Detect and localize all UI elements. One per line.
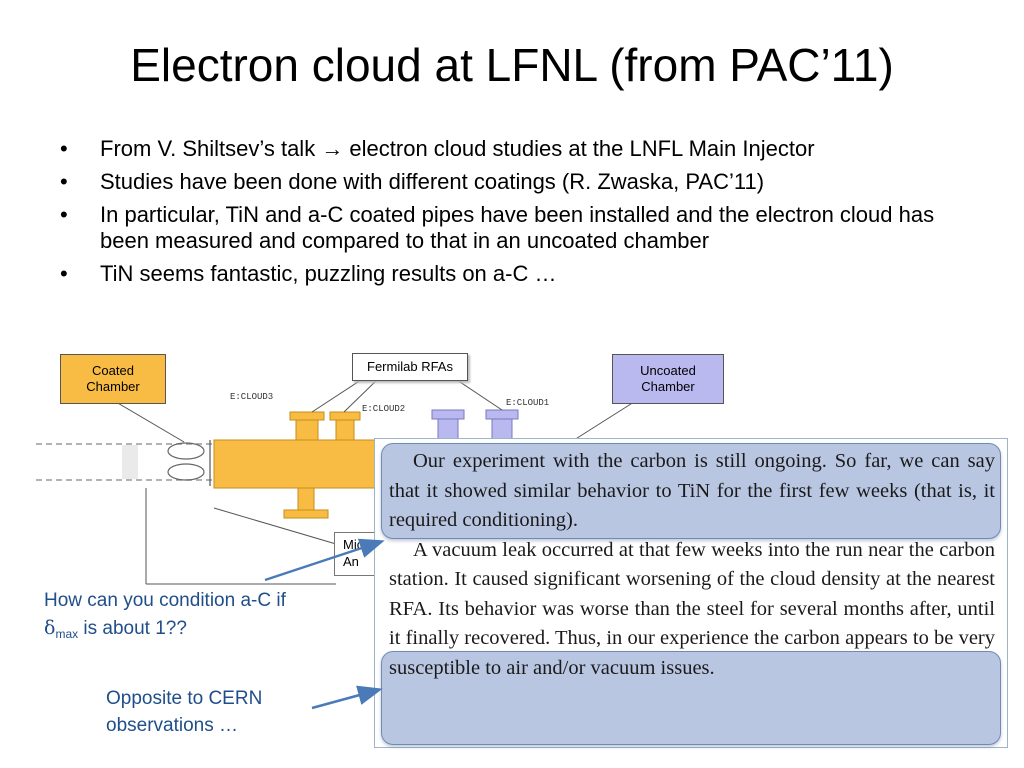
bullet-text: TiN seems fantastic, puzzling results on… — [100, 261, 557, 287]
excerpt-paragraph: A vacuum leak occurred at that few weeks… — [389, 538, 995, 679]
uncoated-label-line: Uncoated — [640, 362, 696, 378]
bullet-text: In particular, TiN and a-C coated pipes … — [100, 201, 935, 254]
paper-excerpt-panel: Our experiment with the carbon is still … — [374, 438, 1008, 748]
annotation-text: observations … — [106, 714, 239, 736]
annotation-cern: Opposite to CERN observations … — [106, 686, 262, 739]
bullet-item: • Studies have been done with different … — [60, 169, 960, 196]
annotation-text: How can you condition a-C if — [44, 590, 286, 611]
bullet-dot: • — [60, 168, 68, 194]
coated-label-line: Coated — [92, 362, 134, 378]
paper-excerpt-text: Our experiment with the carbon is still … — [389, 447, 995, 683]
callout-line — [311, 377, 365, 413]
callout-line — [343, 377, 380, 413]
highlight-box — [381, 443, 1001, 539]
mic-label-line: An — [343, 553, 359, 569]
annotation-text: Opposite to CERN — [106, 688, 263, 709]
delta-subscript: max — [55, 626, 79, 641]
annotation-arrow — [311, 685, 383, 710]
delta-symbol: δ — [44, 616, 56, 639]
uncoated-label-line: Chamber — [641, 379, 695, 394]
cloud2-label: E:CLOUD2 — [362, 404, 406, 414]
excerpt-paragraph: Our experiment with the carbon is still … — [389, 450, 995, 531]
mic-label-line: Mic — [343, 537, 364, 552]
chamber-support-base — [283, 509, 329, 519]
annotation-text: is about 1?? — [78, 617, 187, 639]
rfa-port-coated — [335, 417, 355, 441]
callout-line — [115, 401, 185, 443]
rfa-port-cap — [485, 409, 519, 420]
fermilab-rfas-label: Fermilab RFAs — [352, 353, 468, 381]
right-arrow-icon: → — [321, 136, 344, 161]
coated-chamber-body — [213, 439, 381, 489]
callout-line — [453, 377, 503, 411]
bullet-dot: • — [60, 136, 68, 161]
rfa-port-uncoated — [437, 417, 459, 441]
rfa-port-cap — [289, 411, 325, 421]
callout-line — [573, 401, 635, 441]
chamber-support — [297, 487, 315, 511]
bullet-dot: • — [60, 261, 68, 287]
slide-title: Electron cloud at LFNL (from PAC’11) — [130, 39, 894, 91]
flange-ellipse — [167, 442, 205, 460]
cloud1-label: E:CLOUD1 — [506, 398, 550, 408]
bullet-list: • From V. Shiltsev’s talk → electron clo… — [60, 136, 960, 294]
bullet-text-part: electron cloud studies at the LNFL Main … — [343, 136, 815, 161]
bullet-item: • From V. Shiltsev’s talk → electron clo… — [60, 136, 960, 163]
cloud3-label: E:CLOUD3 — [230, 392, 274, 402]
flange-ellipse — [167, 463, 205, 481]
callout-line — [213, 507, 337, 545]
rfa-port-uncoated — [491, 417, 513, 441]
bullet-item: • TiN seems fantastic, puzzling results … — [60, 261, 960, 288]
bullet-text: Studies have been done with different co… — [100, 168, 765, 194]
bullet-text-part: From V. Shiltsev’s talk — [100, 136, 322, 161]
bullet-item: • In particular, TiN and a-C coated pipe… — [60, 202, 960, 256]
bullet-dot: • — [60, 201, 68, 227]
beampipe-drawing — [36, 377, 635, 585]
rfa-port-cap — [431, 409, 465, 420]
annotation-condition: How can you condition a-C if δmax is abou… — [44, 588, 286, 642]
coated-label-line: Chamber — [86, 379, 140, 394]
highlight-box — [381, 651, 1001, 745]
rfa-port-cap — [329, 411, 361, 421]
pipe-flange — [122, 445, 138, 479]
rfa-port-coated — [295, 417, 319, 441]
